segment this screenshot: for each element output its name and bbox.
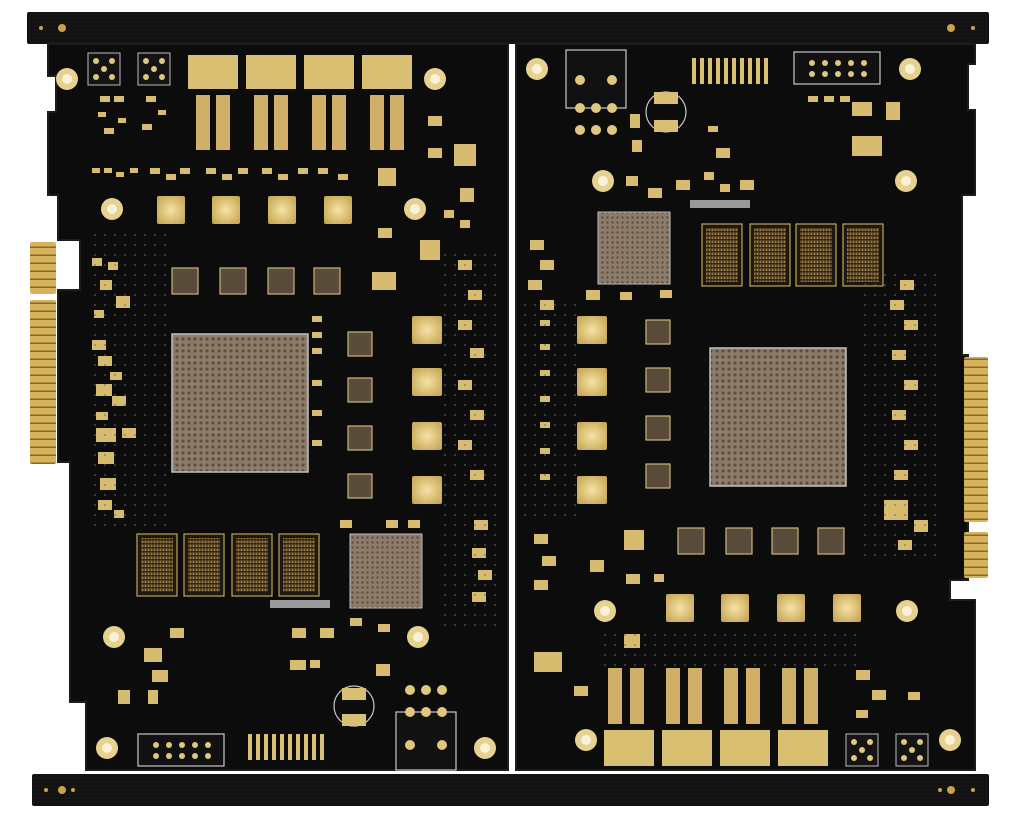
left-qfn-row: [171, 267, 341, 295]
right-qfn-row: [677, 527, 845, 555]
right-memory-chips: [701, 223, 884, 287]
left-fpc-pads: [248, 734, 324, 760]
left-small-bga: [349, 533, 423, 609]
right-bottom-inductor-pads: [604, 668, 828, 766]
left-edge-connector-lower: [30, 300, 56, 464]
right-trace-texture: [520, 300, 576, 520]
rail-fiducial: [58, 24, 66, 32]
left-top-pad-squares: [87, 52, 171, 86]
top-panel-rail: [27, 12, 989, 44]
right-small-bga: [597, 211, 671, 285]
right-edge-connector-lower: [964, 532, 988, 578]
right-fpc-pads: [692, 58, 768, 84]
mounting-holes: [56, 58, 961, 759]
left-column-pads: [412, 316, 442, 504]
left-trace-texture: [88, 228, 168, 528]
right-trace-texture: [600, 630, 860, 670]
rail-fiducial: [947, 24, 955, 32]
right-power-pads-row: [666, 594, 861, 622]
left-main-bga: [171, 333, 309, 473]
rail-fiducial: [58, 786, 66, 794]
left-header-connector: [137, 733, 225, 767]
left-edge-connector-upper: [30, 242, 56, 294]
right-top-connector-outline: [565, 49, 627, 109]
right-main-bga: [709, 347, 847, 487]
right-column-qfn: [645, 319, 671, 489]
rail-fiducial: [947, 786, 955, 794]
left-bottom-connector-outline: [395, 711, 457, 771]
left-trace-texture: [440, 250, 500, 630]
right-header-connector: [793, 51, 881, 85]
right-bottom-pad-squares: [845, 733, 929, 767]
right-trace-texture: [860, 270, 940, 560]
left-top-inductor-pads: [188, 55, 412, 150]
right-edge-connector-upper: [964, 357, 988, 522]
bottom-panel-rail: [32, 774, 989, 806]
left-memory-chips: [136, 533, 320, 597]
right-column-pads: [577, 316, 607, 504]
left-column-qfn: [347, 331, 373, 499]
left-power-pads-row: [157, 196, 352, 224]
